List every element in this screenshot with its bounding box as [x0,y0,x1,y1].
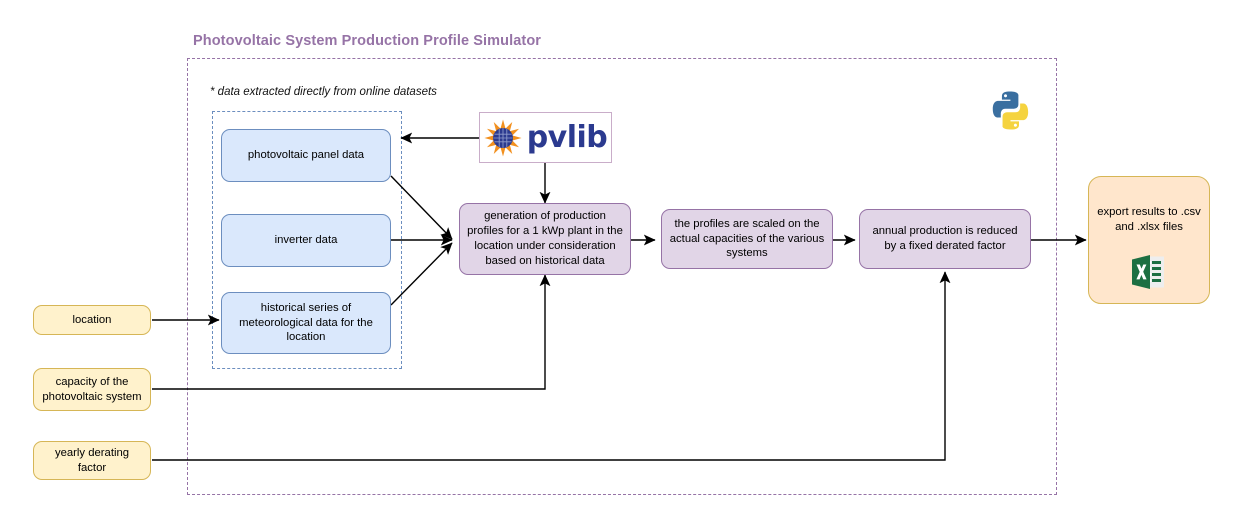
node-label: annual production is reduced by a fixed … [872,225,1018,252]
node-label: yearly derating factor [54,446,130,474]
node-label: export results to .csv and .xlsx files [1097,206,1201,233]
node-input-location[interactable]: location [33,305,151,335]
node-label: the profiles are scaled on the actual ca… [669,217,825,260]
node-label: generation of production profiles for a … [467,210,623,267]
footnote: * data extracted directly from online da… [210,86,437,98]
node-label: historical series of meteorological data… [239,301,373,344]
node-generation-of-profiles[interactable]: generation of production profiles for a … [459,203,631,275]
page-title: Photovoltaic System Production Profile S… [193,33,542,49]
python-logo-icon [992,91,1029,130]
node-label: photovoltaic panel data [247,149,365,162]
node-inverter-data[interactable]: inverter data [221,214,391,267]
node-input-capacity[interactable]: capacity of the photovoltaic system [33,368,151,411]
node-profiles-scaled[interactable]: the profiles are scaled on the actual ca… [661,209,833,269]
excel-icon [1132,255,1164,289]
pvlib-wordmark: pvlib [526,119,608,155]
node-label: inverter data [274,234,338,247]
node-annual-production-derated[interactable]: annual production is reduced by a fixed … [859,209,1031,269]
node-label: location [72,313,112,326]
node-meteorological-data[interactable]: historical series of meteorological data… [221,292,391,354]
pvlib-logo-box[interactable]: pvlib [479,112,612,163]
node-input-derating-factor[interactable]: yearly derating factor [33,441,151,480]
node-photovoltaic-panel-data[interactable]: photovoltaic panel data [221,129,391,182]
node-label: capacity of the photovoltaic system [42,375,142,403]
pvlib-sun-icon [484,118,522,157]
